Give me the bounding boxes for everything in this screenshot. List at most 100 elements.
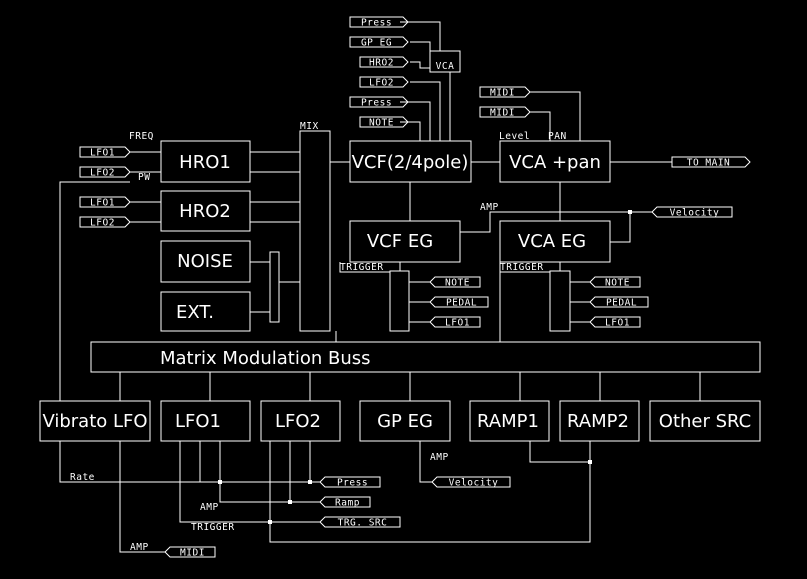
tag-vcfeg-note (429, 276, 481, 288)
trigger-label-vcf: TRIGGER (340, 262, 384, 273)
junction-dot (218, 480, 222, 484)
tag-hro2-lfo1 (79, 196, 131, 208)
tag-hro1-lfo2 (79, 166, 131, 178)
tag-lfo2-top (359, 76, 409, 88)
junction-dot (588, 460, 592, 464)
tag-vcaeg-pedal (589, 296, 649, 308)
tag-note-vcf-label: NOTE (369, 118, 394, 129)
tag-midi-vib-label: MIDI (180, 548, 205, 559)
tag-hro1-lfo1 (79, 146, 131, 158)
tag-vcfeg-lfo1 (429, 316, 481, 328)
tag-press-top-label: Press (361, 18, 392, 29)
tag-hro2-lfo2-label: LFO2 (90, 218, 115, 229)
pan-label: PAN (548, 131, 567, 142)
amp-label-vib: AMP (130, 542, 149, 553)
tag-ramp-lfo-label: Ramp (335, 498, 360, 509)
tag-vcfeg-lfo1-label: LFO1 (445, 318, 470, 329)
wires (59, 21, 701, 553)
amp-label-lfo: AMP (200, 502, 219, 513)
hro1-box (160, 140, 251, 183)
tag-hro1-lfo2-label: LFO2 (90, 168, 115, 179)
vcf-eg-label: VCF EG (367, 231, 433, 252)
tag-press-lfo (319, 476, 381, 488)
tag-midi-2-label: MIDI (490, 108, 515, 119)
matrix-label: Matrix Modulation Buss (160, 348, 371, 369)
tag-trg-src-label: TRG. SRC (338, 518, 388, 529)
mix-label: MIX (300, 121, 319, 132)
freq-label: FREQ (129, 131, 154, 142)
lfo1-box (160, 400, 251, 442)
tag-vcfeg-note-label: NOTE (445, 278, 470, 289)
tag-hro2-top (359, 56, 409, 68)
tag-vcaeg-lfo1 (589, 316, 641, 328)
junction-dot (268, 520, 272, 524)
vibrato-lfo-label: Vibrato LFO (42, 411, 147, 432)
tag-gp-eg-top-label: GP EG (361, 38, 392, 49)
tag-gp-velocity-label: Velocity (449, 478, 499, 489)
ramp2-label: RAMP2 (567, 411, 629, 432)
tag-hro2-lfo2 (79, 216, 131, 228)
junction-dot (288, 500, 292, 504)
tag-vcaeg-note-label: NOTE (605, 278, 630, 289)
other-src-label: Other SRC (659, 411, 751, 432)
vca-pan-label: VCA +pan (509, 152, 601, 173)
amp-label-vca: AMP (480, 202, 499, 213)
tag-lfo2-top-label: LFO2 (369, 78, 394, 89)
tag-to-main (671, 156, 751, 168)
tag-hro2-top-label: HRO2 (369, 58, 394, 69)
tag-hro1-lfo1-label: LFO1 (90, 148, 115, 159)
rate-label: Rate (70, 472, 95, 483)
ramp1-box (469, 400, 550, 442)
tag-press-vcf-label: Press (361, 98, 392, 109)
tag-velocity-vca-label: Velocity (670, 208, 720, 219)
tag-vcfeg-pedal-label: PEDAL (446, 298, 477, 309)
ext-label: EXT. (176, 302, 214, 323)
gp-eg-box (359, 400, 451, 442)
vcf-trigger-mux (389, 270, 410, 332)
junction-dot (308, 480, 312, 484)
tag-midi-1 (479, 86, 531, 98)
lfo2-box (260, 400, 341, 442)
tag-gp-velocity (431, 476, 511, 488)
mix-box (299, 130, 331, 332)
gp-eg-label: GP EG (377, 411, 433, 432)
tag-trg-src (319, 516, 401, 528)
tag-to-main-label: TO MAIN (687, 158, 731, 169)
level-label: Level (499, 131, 530, 142)
tag-ramp-lfo (319, 496, 371, 508)
pw-label: PW (138, 172, 150, 183)
lfo2-label: LFO2 (275, 411, 321, 432)
hro2-label: HRO2 (179, 201, 231, 222)
tag-press-top (349, 16, 409, 28)
tag-gp-eg-top (349, 36, 409, 48)
tag-midi-vib (164, 546, 216, 558)
vca-small-label: VCA (436, 61, 455, 72)
vcf-eg-box (349, 220, 461, 263)
tag-midi-1-label: MIDI (490, 88, 515, 99)
tag-midi-2 (479, 106, 531, 118)
tag-hro2-lfo1-label: LFO1 (90, 198, 115, 209)
amp-label-gp: AMP (430, 452, 449, 463)
tag-velocity-vca (651, 206, 733, 218)
vibrato-lfo-box (39, 400, 151, 442)
tag-press-lfo-label: Press (337, 478, 368, 489)
matrix-buss (90, 341, 761, 373)
tag-vcaeg-pedal-label: PEDAL (606, 298, 637, 309)
ramp1-label: RAMP1 (477, 411, 539, 432)
lfo1-label: LFO1 (175, 411, 221, 432)
hro1-label: HRO1 (179, 152, 231, 173)
junction-dot (628, 210, 632, 214)
hro2-box (160, 190, 251, 232)
vca-trigger-mux (549, 270, 571, 332)
tag-vcaeg-note (589, 276, 641, 288)
tag-vcaeg-lfo1-label: LFO1 (605, 318, 630, 329)
tag-press-vcf (349, 96, 409, 108)
tag-vcfeg-pedal (429, 296, 489, 308)
trigger-label-lfo: TRIGGER (191, 522, 235, 533)
noise-ext-mixer (269, 251, 280, 323)
other-src-box (649, 400, 761, 442)
tag-note-vcf (359, 116, 409, 128)
noise-label: NOISE (177, 251, 233, 272)
